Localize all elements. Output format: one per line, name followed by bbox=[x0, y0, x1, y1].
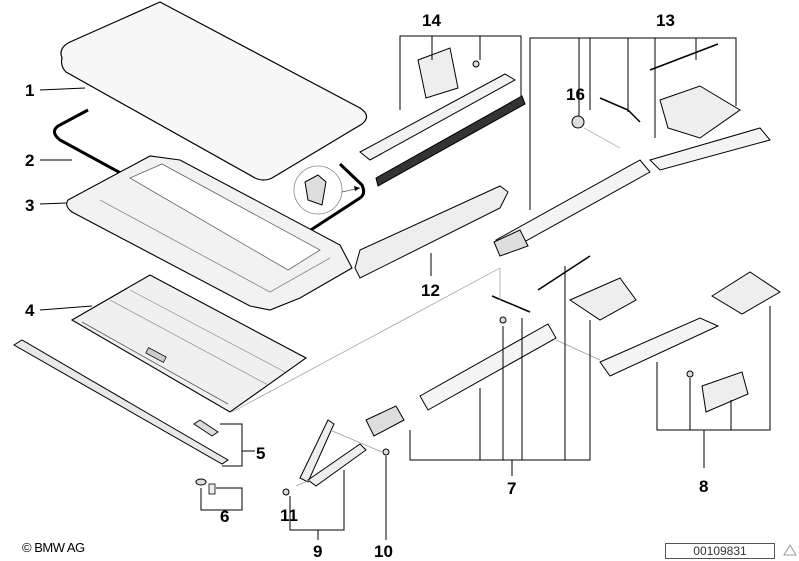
callout-16[interactable]: 16 bbox=[566, 85, 585, 104]
leader-lines bbox=[39, 35, 771, 540]
part-glass-panel[interactable] bbox=[60, 1, 368, 181]
callout-13[interactable]: 13 bbox=[656, 11, 675, 30]
callout-5[interactable]: 5 bbox=[256, 444, 266, 463]
part-mechanism-left[interactable] bbox=[365, 255, 637, 437]
callout-6[interactable]: 6 bbox=[220, 507, 230, 526]
callout-7[interactable]: 7 bbox=[507, 479, 517, 498]
callout-11[interactable]: 11 bbox=[280, 506, 298, 525]
callout-8[interactable]: 8 bbox=[699, 477, 709, 496]
callout-9[interactable]: 9 bbox=[313, 542, 323, 561]
part-guide-rail[interactable] bbox=[13, 339, 229, 465]
callout-1[interactable]: 1 bbox=[25, 81, 35, 100]
part-mechanism-right[interactable] bbox=[493, 43, 771, 257]
part-sliding-headliner[interactable] bbox=[70, 274, 308, 413]
copyright-notice: © BMW AG bbox=[22, 540, 85, 555]
reference-number: 00109831 bbox=[665, 543, 775, 559]
part-guide-slider[interactable] bbox=[193, 419, 219, 495]
part-wind-deflector[interactable] bbox=[354, 185, 509, 279]
part-lever-set[interactable] bbox=[599, 271, 781, 413]
part-frame[interactable] bbox=[66, 155, 353, 311]
callout-3[interactable]: 3 bbox=[25, 196, 35, 215]
callout-4[interactable]: 4 bbox=[25, 301, 35, 320]
warning-triangle-icon bbox=[783, 544, 797, 556]
callout-12[interactable]: 12 bbox=[421, 281, 440, 300]
part-guide-rail-kit[interactable] bbox=[359, 47, 526, 187]
callout-2[interactable]: 2 bbox=[25, 151, 35, 170]
part-lifter-set[interactable] bbox=[282, 419, 390, 496]
callout-14[interactable]: 14 bbox=[422, 11, 441, 30]
callout-10[interactable]: 10 bbox=[374, 542, 393, 561]
seal-detail-callout bbox=[293, 165, 361, 215]
assembly-guide-lines bbox=[231, 127, 621, 487]
